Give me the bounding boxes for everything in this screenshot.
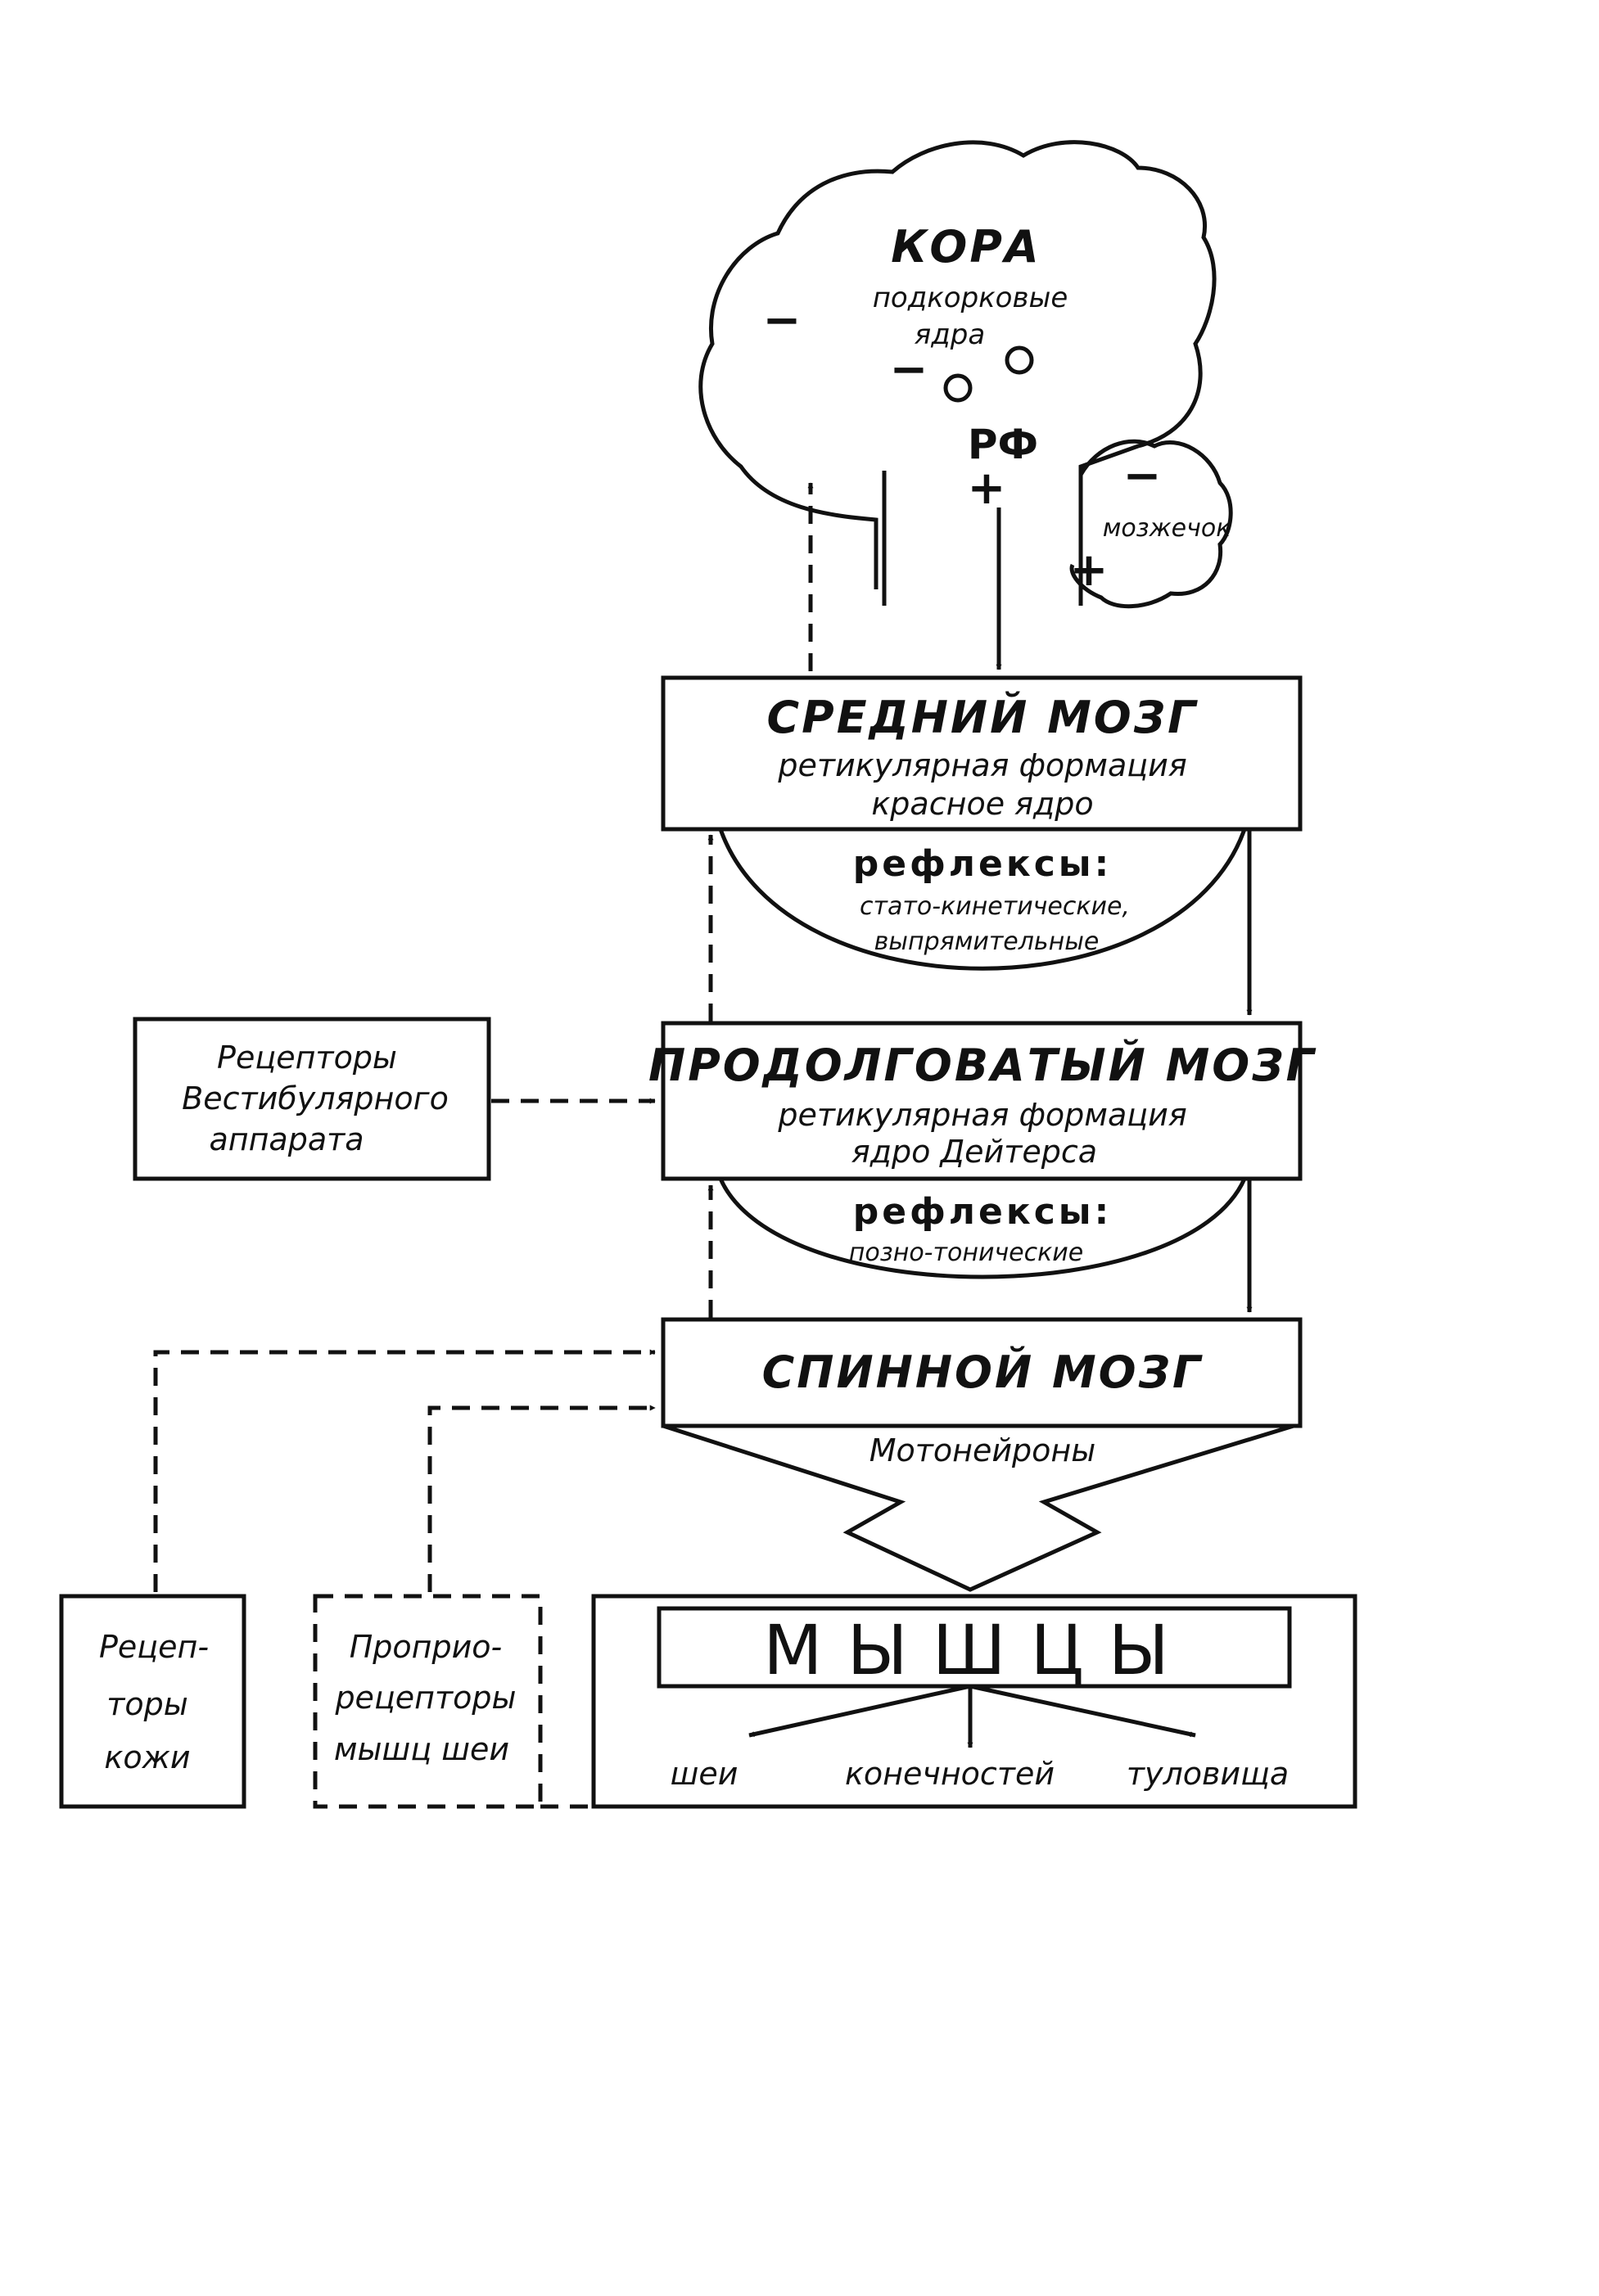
vestibular-line3: аппарата <box>209 1121 364 1157</box>
vestibular-receptors-box <box>133 1017 491 1181</box>
proprio-line1: Проприо- <box>350 1629 503 1665</box>
neck-proprioceptors-box <box>313 1594 543 1809</box>
skin-receptors-line2: торы <box>106 1686 188 1722</box>
motoneuron-funnel <box>662 1423 1294 1592</box>
midbrain-box <box>661 675 1303 832</box>
rf-label: РФ <box>968 421 1038 468</box>
vestibular-line2: Вестибулярного <box>182 1080 449 1116</box>
medulla-reflexes-title: рефлексы: <box>853 1191 1112 1233</box>
muscles-limbs-label: конечностей <box>845 1756 1055 1792</box>
muscles-outer-box <box>591 1594 1357 1809</box>
proprio-line3: мышц шеи <box>334 1731 509 1767</box>
cortex-title: КОРА <box>891 221 1041 273</box>
dashed-arrow-skin-to-spinal <box>153 1349 656 1592</box>
medulla-line1: ретикулярная формация <box>777 1097 1186 1133</box>
medulla-box <box>661 1021 1303 1181</box>
medulla-reflex-arc <box>718 1177 1247 1279</box>
skin-receptors-box <box>59 1594 246 1809</box>
medulla-title: ПРОДОЛГОВАТЫЙ МОЗГ <box>648 1040 1317 1091</box>
subcortical-nucleus-2 <box>1005 345 1034 375</box>
subcortical-nucleus-1 <box>943 373 973 403</box>
proprio-line2: рецепторы <box>334 1680 516 1716</box>
medulla-line2: ядро Дейтерса <box>851 1134 1097 1170</box>
muscles-trunk-label: туловища <box>1127 1756 1289 1792</box>
cortex-subtitle-1: подкорковые <box>873 282 1068 314</box>
arrow-to-neck <box>748 1684 971 1738</box>
midbrain-reflexes-line2: выпрямительные <box>874 927 1100 956</box>
midbrain-reflexes-title: рефлексы: <box>853 843 1112 885</box>
midbrain-line1: ретикулярная формация <box>777 747 1186 783</box>
midbrain-reflex-arc <box>718 828 1247 971</box>
cerebellum-minus: − <box>1123 449 1162 503</box>
cortex-outline <box>698 140 1217 606</box>
midbrain-reflexes-line1: стато-кинетические, <box>860 892 1130 921</box>
arrow-to-trunk <box>969 1684 1196 1738</box>
midbrain-line2: красное ядро <box>871 786 1093 822</box>
skin-receptors-line1: Рецеп- <box>99 1629 209 1665</box>
cerebellum-plus: + <box>1070 544 1109 597</box>
cortex-subtitle-2: ядра <box>915 318 985 351</box>
cerebellum-label: мозжечок <box>1103 514 1231 543</box>
spinal-title: СПИННОЙ МОЗГ <box>762 1346 1204 1398</box>
midbrain-title: СРЕДНИЙ МОЗГ <box>767 692 1199 743</box>
cortex-minus-left: − <box>763 294 802 347</box>
motoneurons-label: Мотонейроны <box>870 1432 1096 1468</box>
rf-plus: + <box>968 462 1006 515</box>
medulla-reflexes-line1: позно-тонические <box>849 1238 1083 1267</box>
muscles-neck-label: шеи <box>671 1756 739 1792</box>
muscles-title: МЫШЦЫ <box>763 1610 1194 1690</box>
skin-receptors-line3: кожи <box>104 1739 190 1775</box>
cerebellum-outline <box>1069 439 1233 609</box>
vestibular-line1: Рецепторы <box>217 1040 397 1076</box>
spinal-cord-box <box>661 1317 1303 1428</box>
cortex-minus-nuclei: − <box>890 343 928 396</box>
dashed-arrow-proprio-to-spinal <box>427 1405 656 1592</box>
